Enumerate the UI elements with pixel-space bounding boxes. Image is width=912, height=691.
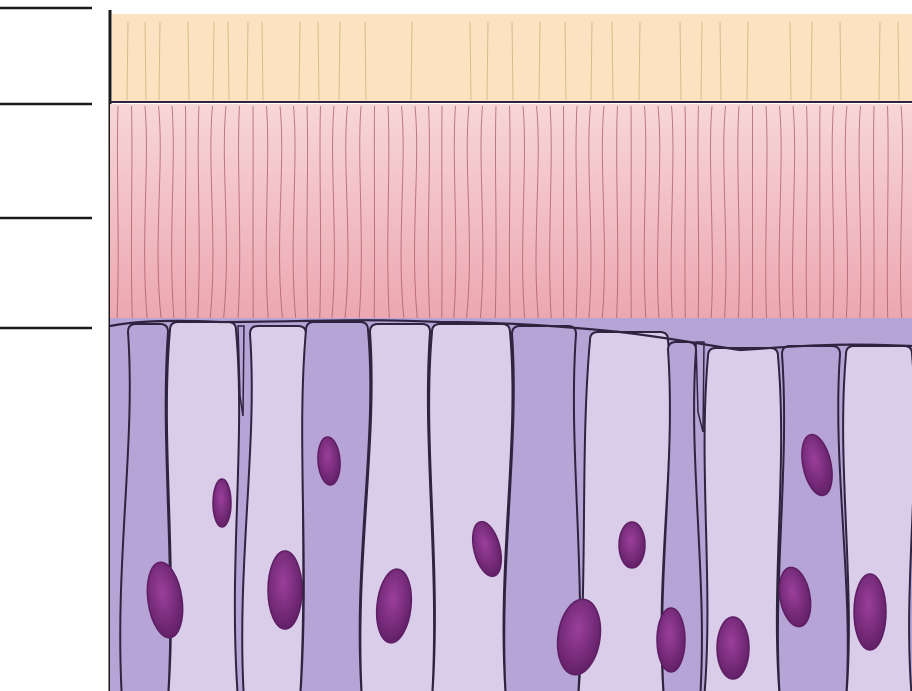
- cell-nucleus: [619, 522, 645, 568]
- mucus-layer: [110, 14, 912, 102]
- epithelial-cell-layer: [110, 318, 912, 691]
- epithelial-cell: [242, 326, 306, 691]
- cilia-layer: [110, 104, 912, 350]
- cell-nucleus: [854, 574, 886, 650]
- cilium: [820, 106, 821, 346]
- cell-nucleus: [213, 479, 231, 527]
- cell-nucleus: [657, 608, 685, 672]
- cilia-band: [110, 104, 912, 350]
- cell-nucleus: [717, 617, 749, 679]
- epithelial-cell: [778, 346, 848, 691]
- epithelial-cell: [429, 324, 512, 691]
- cell-nucleus: [268, 551, 302, 629]
